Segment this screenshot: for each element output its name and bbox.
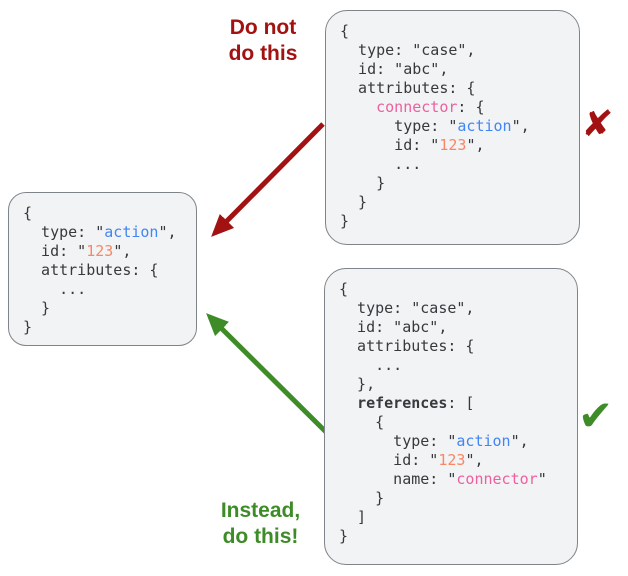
action-object-code-box: { type: "action", id: "123", attributes:…: [8, 192, 197, 346]
wrong-x-mark: ✘: [579, 104, 615, 145]
code-line: }: [339, 527, 349, 545]
code-line: }: [23, 318, 33, 336]
references-case-object-code-box: { type: "case", id: "abc", attributes: {…: [324, 268, 578, 565]
code-line: ...: [23, 280, 87, 298]
instead-label: Instead, do this!: [220, 499, 301, 548]
code-line: }: [339, 489, 385, 507]
code-line: type: "action",: [340, 117, 530, 135]
code-line: }: [340, 174, 386, 192]
code-line: }: [340, 193, 368, 211]
code-line: ]: [339, 508, 367, 526]
right-check-mark: ✔: [578, 391, 614, 440]
code-line: type: "action",: [23, 223, 177, 241]
code-line: type: "action",: [339, 432, 529, 450]
code-line: {: [23, 204, 33, 222]
code-line: type: "case",: [340, 41, 476, 59]
do-not-label: Do not do this: [228, 16, 298, 65]
code-line: attributes: {: [339, 337, 475, 355]
code-line: },: [339, 375, 376, 393]
code-line: {: [339, 413, 385, 431]
code-line: type: "case",: [339, 299, 475, 317]
code-line: id: "123",: [339, 451, 484, 469]
code-line: connector: {: [376, 98, 485, 116]
code-line: id: "123",: [23, 242, 132, 260]
code-line: {: [340, 22, 350, 40]
nested-case-object-code-box: { type: "case", id: "abc", attributes: {…: [325, 10, 580, 245]
code-line: references: [: [357, 394, 475, 412]
code-line: id: "123",: [340, 136, 485, 154]
instead-arrow: [206, 313, 330, 436]
code-line: }: [340, 212, 350, 230]
code-line: name: "connector": [339, 470, 547, 488]
code-line: id: "abc",: [340, 60, 449, 78]
code-line: {: [339, 280, 349, 298]
code-line: attributes: {: [340, 79, 476, 97]
code-line: id: "abc",: [339, 318, 448, 336]
code-line: ...: [340, 155, 422, 173]
code-line: attributes: {: [23, 261, 159, 279]
do-not-arrow: [211, 122, 325, 237]
code-line: }: [23, 299, 51, 317]
code-line: ...: [339, 356, 403, 374]
